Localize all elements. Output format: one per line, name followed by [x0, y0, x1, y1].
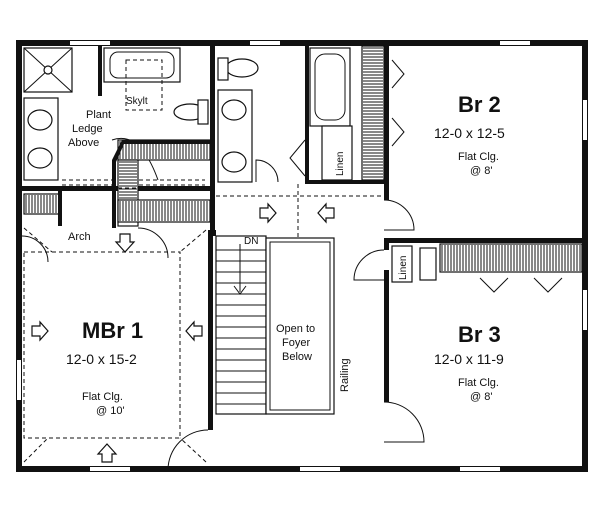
- room-ceiling-1: Flat Clg.: [458, 151, 499, 163]
- open-to-foyer: Open to Foyer Below Railing: [265, 237, 351, 415]
- linen-br3-label: Linen: [398, 256, 409, 280]
- arch: Arch: [23, 227, 207, 463]
- room-label-br3: Br 3 12-0 x 11-9 Flat Clg. @ 8': [434, 322, 504, 403]
- room-ceiling-2: @ 8': [470, 165, 492, 177]
- room-ceiling-1: Flat Clg.: [82, 391, 123, 403]
- plant-ledge-line3: Above: [68, 137, 99, 149]
- hall-bath: Linen Linen: [309, 47, 437, 283]
- room-label-br2: Br 2 12-0 x 12-5 Flat Clg. @ 8': [434, 92, 505, 177]
- room-ceiling-2: @ 10': [96, 405, 125, 417]
- exterior-walls: [16, 40, 588, 472]
- room-size: 12-0 x 15-2: [66, 351, 137, 367]
- room-size: 12-0 x 12-5: [434, 125, 505, 141]
- open-line1: Open to: [276, 323, 315, 335]
- arch-label: Arch: [68, 231, 91, 243]
- walk-direction-arrow-icon: [31, 202, 335, 463]
- railing-label: Railing: [339, 358, 351, 392]
- plant-ledge-line1: Plant: [86, 109, 111, 121]
- doors: [21, 59, 563, 471]
- room-name: Br 3: [458, 322, 501, 347]
- master-bath: Skylt Plant Ledge Above: [23, 47, 259, 186]
- room-ceiling-2: @ 8': [470, 391, 492, 403]
- stair-dn-label: DN: [244, 236, 258, 247]
- stairs: DN: [215, 235, 267, 415]
- room-size: 12-0 x 11-9: [434, 351, 504, 367]
- linen-hall-label: Linen: [335, 152, 346, 176]
- room-ceiling-1: Flat Clg.: [458, 377, 499, 389]
- room-label-mbr1: MBr 1 12-0 x 15-2 Flat Clg. @ 10': [66, 318, 143, 417]
- open-line3: Below: [282, 351, 312, 363]
- shelving-hatch-lines: [25, 47, 581, 271]
- room-name: MBr 1: [82, 318, 143, 343]
- room-name: Br 2: [458, 92, 501, 117]
- plant-ledge-line2: Ledge: [72, 123, 103, 135]
- open-line2: Foyer: [282, 337, 310, 349]
- skylight-label: Skylt: [126, 96, 148, 107]
